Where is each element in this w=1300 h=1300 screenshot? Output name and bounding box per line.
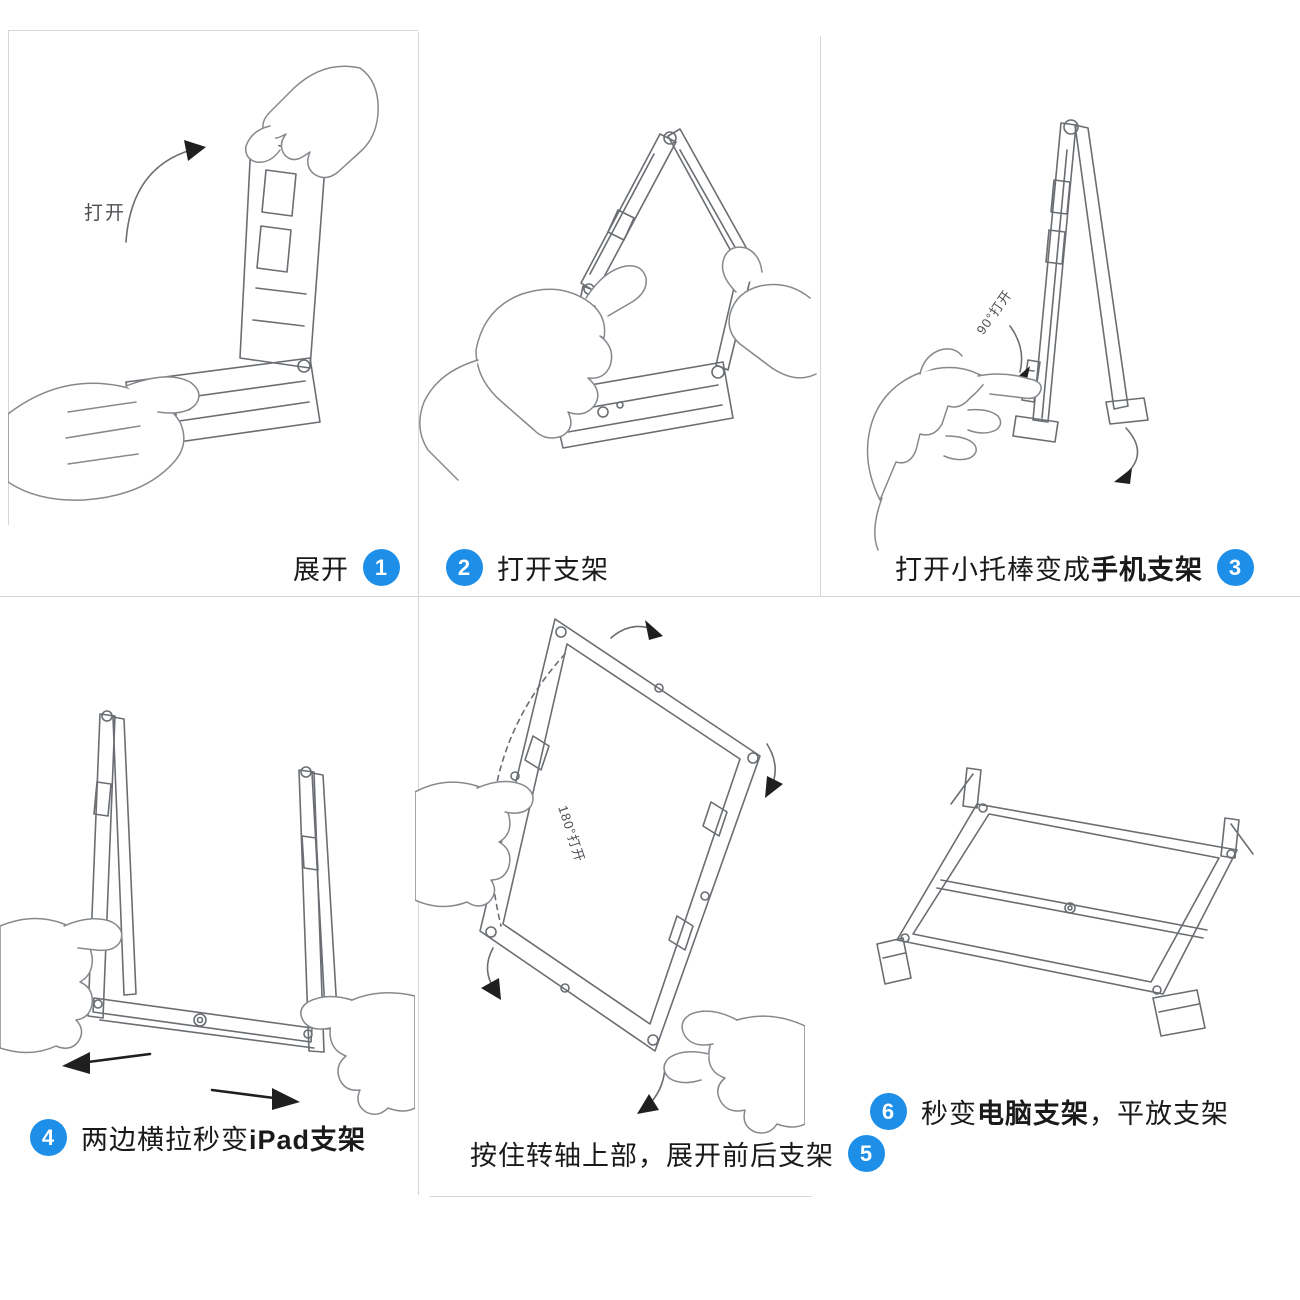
step-6-panel: 6 秒变电脑支架，平放支架 [805, 596, 1300, 1196]
step-2-badge: 2 [446, 549, 483, 586]
step-4-text: 两边横拉秒变iPad支架 [81, 1125, 367, 1155]
step-5-text: 按住转轴上部，展开前后支架 [470, 1141, 834, 1171]
step-3-panel: 90°打开 打开小托棒变成手机支架 3 [820, 30, 1300, 595]
step-3-illustration [866, 119, 1149, 551]
divider-horizontal-mid [0, 596, 1300, 597]
step-2-illustration [419, 128, 817, 481]
step-5-panel: 180°打开 按住转轴上部，展开前后支架 5 [415, 596, 885, 1198]
step-2-panel: 2 打开支架 [418, 30, 820, 595]
step-4-illustration [0, 710, 415, 1115]
step-6-badge: 6 [870, 1093, 907, 1130]
step-2-caption: 2 打开支架 [446, 548, 609, 587]
step-1-panel: 打开 展开 1 [8, 30, 418, 595]
step-5-illustration [415, 618, 805, 1134]
step-2-text: 打开支架 [497, 555, 609, 585]
step-1-text: 展开 [293, 555, 349, 585]
open-annotation: 打开 [84, 203, 127, 224]
divider-vertical-2 [820, 36, 821, 596]
step-1-illustration [8, 65, 379, 501]
step-4-badge: 4 [30, 1119, 67, 1156]
step-1-caption: 展开 1 [293, 548, 400, 587]
step-3-text: 打开小托棒变成手机支架 [895, 555, 1203, 585]
step-6-caption: 6 秒变电脑支架，平放支架 [870, 1092, 1229, 1131]
step-3-caption: 打开小托棒变成手机支架 3 [895, 548, 1254, 587]
step-4-panel: 4 两边横拉秒变iPad支架 [0, 596, 415, 1196]
step-5-caption: 按住转轴上部，展开前后支架 5 [470, 1134, 885, 1173]
step-6-illustration [876, 767, 1254, 1037]
step-6-text: 秒变电脑支架，平放支架 [921, 1099, 1229, 1129]
step-1-badge: 1 [363, 549, 400, 586]
step-4-caption: 4 两边横拉秒变iPad支架 [30, 1118, 366, 1157]
divider-top-edge [8, 30, 418, 31]
step-5-badge: 5 [848, 1135, 885, 1172]
divider-left-edge [8, 30, 9, 525]
divider-horizontal-bottom [430, 1196, 812, 1197]
divider-vertical-1 [418, 32, 419, 1195]
step-3-badge: 3 [1217, 549, 1254, 586]
